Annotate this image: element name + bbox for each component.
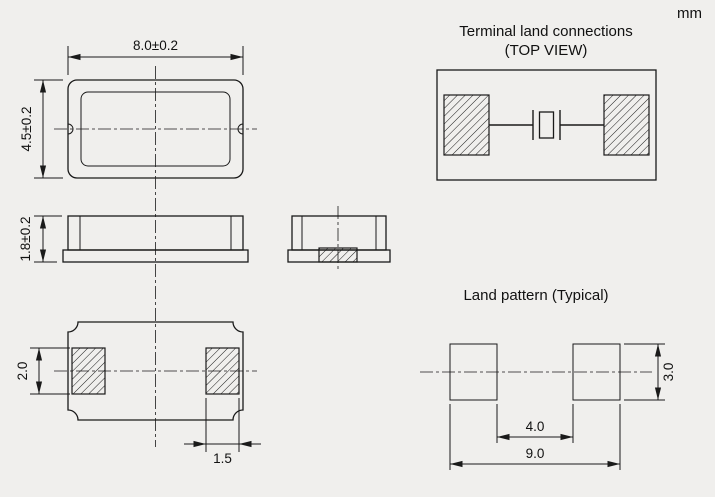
pad-height-dimension: 3.0 bbox=[624, 343, 676, 401]
end-view bbox=[287, 206, 391, 272]
unit-label: mm bbox=[677, 5, 702, 22]
outer-span-dimension-label: 9.0 bbox=[526, 446, 545, 461]
inner-gap-dimension-label: 4.0 bbox=[526, 419, 545, 434]
terminal-land-connections: Terminal land connections (TOP VIEW) bbox=[436, 23, 657, 181]
height-dimension: 4.5±0.2 bbox=[19, 79, 63, 179]
bottom-pad-left bbox=[71, 347, 106, 395]
terminal-pad-right bbox=[603, 94, 650, 156]
inner-gap-dimension: 4.0 bbox=[496, 404, 574, 443]
end-terminal-pad bbox=[318, 247, 358, 263]
land-pattern: Land pattern (Typical) 4.0 9.0 3.0 bbox=[420, 287, 676, 470]
pad-width-dimension-label: 1.5 bbox=[213, 451, 232, 466]
lid-outline bbox=[80, 91, 231, 167]
pad-height-dimension-label: 2.0 bbox=[15, 362, 30, 381]
pad-height-dimension-label: 3.0 bbox=[661, 363, 676, 382]
thickness-dimension: 1.8±0.2 bbox=[18, 215, 62, 263]
package-outline bbox=[436, 69, 657, 181]
crystal-symbol bbox=[489, 110, 604, 140]
crystal-element bbox=[538, 111, 555, 139]
pad-width-dimension: 1.5 bbox=[184, 398, 261, 466]
outer-span-dimension: 9.0 bbox=[449, 404, 621, 470]
body-outline bbox=[291, 215, 387, 251]
bottom-pad-right bbox=[205, 347, 240, 395]
land-pad-right bbox=[572, 343, 621, 401]
top-view: 8.0±0.2 4.5±0.2 bbox=[19, 38, 257, 179]
base-outline bbox=[62, 249, 249, 263]
land-pattern-title: Land pattern (Typical) bbox=[463, 287, 608, 304]
terminal-pad-left bbox=[443, 94, 490, 156]
terminal-land-subtitle: (TOP VIEW) bbox=[505, 42, 588, 59]
pad-height-dimension: 2.0 bbox=[15, 347, 70, 395]
height-dimension-label: 4.5±0.2 bbox=[19, 107, 34, 152]
side-view: 1.8±0.2 bbox=[18, 215, 249, 263]
width-dimension: 8.0±0.2 bbox=[67, 38, 244, 75]
thickness-dimension-label: 1.8±0.2 bbox=[18, 217, 33, 262]
package-outline bbox=[67, 79, 244, 179]
package-outline bbox=[67, 321, 244, 421]
bottom-view: 2.0 1.5 bbox=[15, 321, 261, 466]
terminal-land-title: Terminal land connections bbox=[459, 23, 632, 40]
width-dimension-label: 8.0±0.2 bbox=[133, 38, 178, 53]
land-pad-left bbox=[449, 343, 498, 401]
right-edge-notch bbox=[237, 123, 244, 135]
left-edge-notch bbox=[67, 123, 74, 135]
